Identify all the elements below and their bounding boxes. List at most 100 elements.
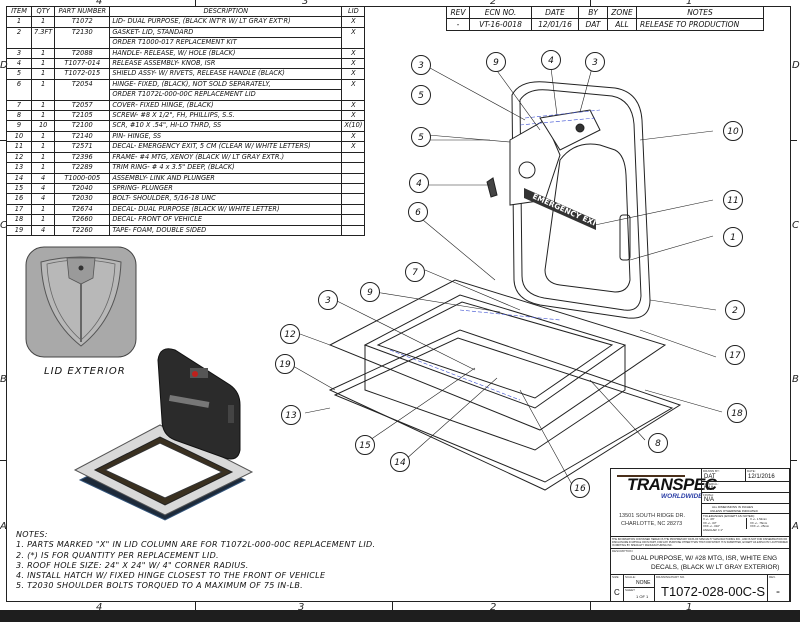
bom-lid-flag: X [341,130,366,143]
bom-lid-flag: X [341,47,366,60]
callout-5: 5 [411,85,431,105]
company-logo: TRANSPEC [627,475,717,494]
size-cell: SIZE C [610,574,624,602]
bom-lid-flag: X [341,58,366,70]
zone-row-a-left: A [0,521,7,532]
lid-illustration [328,81,682,491]
callout-6: 6 [408,202,428,222]
title-block: TRANSPEC WORLDWIDE 13501 SOUTH RIDGE DR.… [610,468,791,602]
bom-lid-flag: X [341,141,366,153]
callout-15: 15 [355,435,375,455]
bom-lid-flag: X [341,99,366,112]
sheet-cell: SHEET 1 OF 1 [623,587,655,602]
bom-quantity: 4 [30,224,56,236]
zone-tick [195,0,196,6]
zone-col-1-bottom: 1 [686,602,693,613]
logo-bar [617,475,685,477]
release-dial [518,161,536,179]
zone-col-4-bottom: 4 [96,602,103,613]
bom-quantity: 1 [30,203,56,216]
lid-recess [544,143,631,293]
drawn-by-cell: DRAWN BY: DAT [701,468,746,482]
viewer-bottom-bar [0,610,800,622]
zone-row-a-right: A [792,521,799,532]
callout-19: 19 [275,354,295,374]
bom-header-lid: LID [341,5,366,18]
trim-ring-wall [364,345,626,451]
bom-quantity: 10 [30,120,56,132]
zone-tick [590,0,591,6]
trim-ring-flange [328,329,682,491]
description-line-1: DUAL PURPOSE, W/ #28 MTG, ISR, WHITE ENG [631,555,778,562]
bom-quantity: 1 [30,47,56,60]
date-value: 12/1/2016 [748,474,775,480]
bom-quantity: 1 [30,110,56,122]
bom-quantity: 1 [30,58,56,70]
callout-3: 3 [585,52,605,72]
zone-tick [195,602,196,610]
grab-handle [619,214,631,261]
foam-tape [333,337,674,483]
lid-exterior-label: LID EXTERIOR [44,366,126,377]
lid-inner-outline [519,89,642,311]
zone-tick [791,460,797,461]
notes-title: NOTES: [16,530,48,539]
tolerances-cell: TOLERANCES (EXCEPT AS NOTED): X +/- .06"… [701,513,791,537]
sheet-value: 1 OF 1 [636,594,649,599]
revision-row: - VT-16-0018 12/01/16 DAT ALL RELEASE TO… [446,18,764,31]
zone-col-1-top: 1 [686,0,693,7]
hidden-lines [389,109,601,401]
zone-row-b-right: B [792,374,799,385]
bom-quantity: 1 [30,99,56,112]
callout-17: 17 [725,345,745,365]
bom-quantity: 1 [30,151,56,164]
part-number-cell: DRAWING/PART NO. T1072-028-00C-S [654,574,768,602]
date-cell: DATE: 12/1/2016 [745,468,791,482]
drawn-by-value: DAT [704,474,716,480]
callout-9: 9 [486,52,506,72]
rev-ecn-value: VT-16-0018 [469,18,532,31]
part-number-value: T1072-028-00C-S [661,584,766,599]
callout-3: 3 [318,290,338,310]
callout-13: 13 [281,405,301,425]
revision-table: REV ECN NO. DATE BY ZONE NOTES - VT-16-0… [446,6,764,31]
zone-row-d-right: D [792,60,800,71]
bom-row-continuation: ORDER T1072L-000-00C REPLACEMENT LID [7,89,365,101]
bom-lid-flag: X [341,16,366,28]
zone-col-3-bottom: 3 [298,602,305,613]
callout-8: 8 [648,433,668,453]
lid-exterior-image [25,246,137,358]
description-line-2: DECALS, (BLACK W/ LT GRAY EXTERIOR) [651,564,780,571]
bom-header-qty: QTY [30,5,56,18]
callout-16: 16 [570,478,590,498]
note-2: 2. (*) IS FOR QUANTITY PER REPLACEMENT L… [16,550,219,560]
callout-10: 10 [723,121,743,141]
bom-quantity: 1 [30,214,56,226]
callout-5: 5 [411,127,431,147]
bom-quantity: 1 [30,162,56,174]
zone-tick [590,602,591,610]
hinge-pin [575,123,585,133]
callout-3: 3 [411,55,431,75]
description-cell: DESCRIPTION DUAL PURPOSE, W/ #28 MTG, IS… [610,548,791,575]
zone-tick [0,460,6,461]
zone-row-c-left: C [0,220,7,231]
material-value: N/A [704,486,715,492]
zone-col-3-top: 3 [302,0,309,7]
note-1: 1. PARTS MARKED "X" IN LID COLUMN ARE FO… [16,540,376,550]
bom-quantity: 1 [30,130,56,143]
note-3: 3. ROOF HOLE SIZE: 24" X 24" W/ 4" CORNE… [16,560,249,570]
bom-lid-flag: X(10) [341,120,366,132]
bom-description-line-2: ORDER T1072L-000-00C REPLACEMENT LID [109,89,343,101]
bom-lid-flag: X [341,26,366,49]
zone-row-c-right: C [792,220,799,231]
bom-lid-flag: X [341,110,366,122]
